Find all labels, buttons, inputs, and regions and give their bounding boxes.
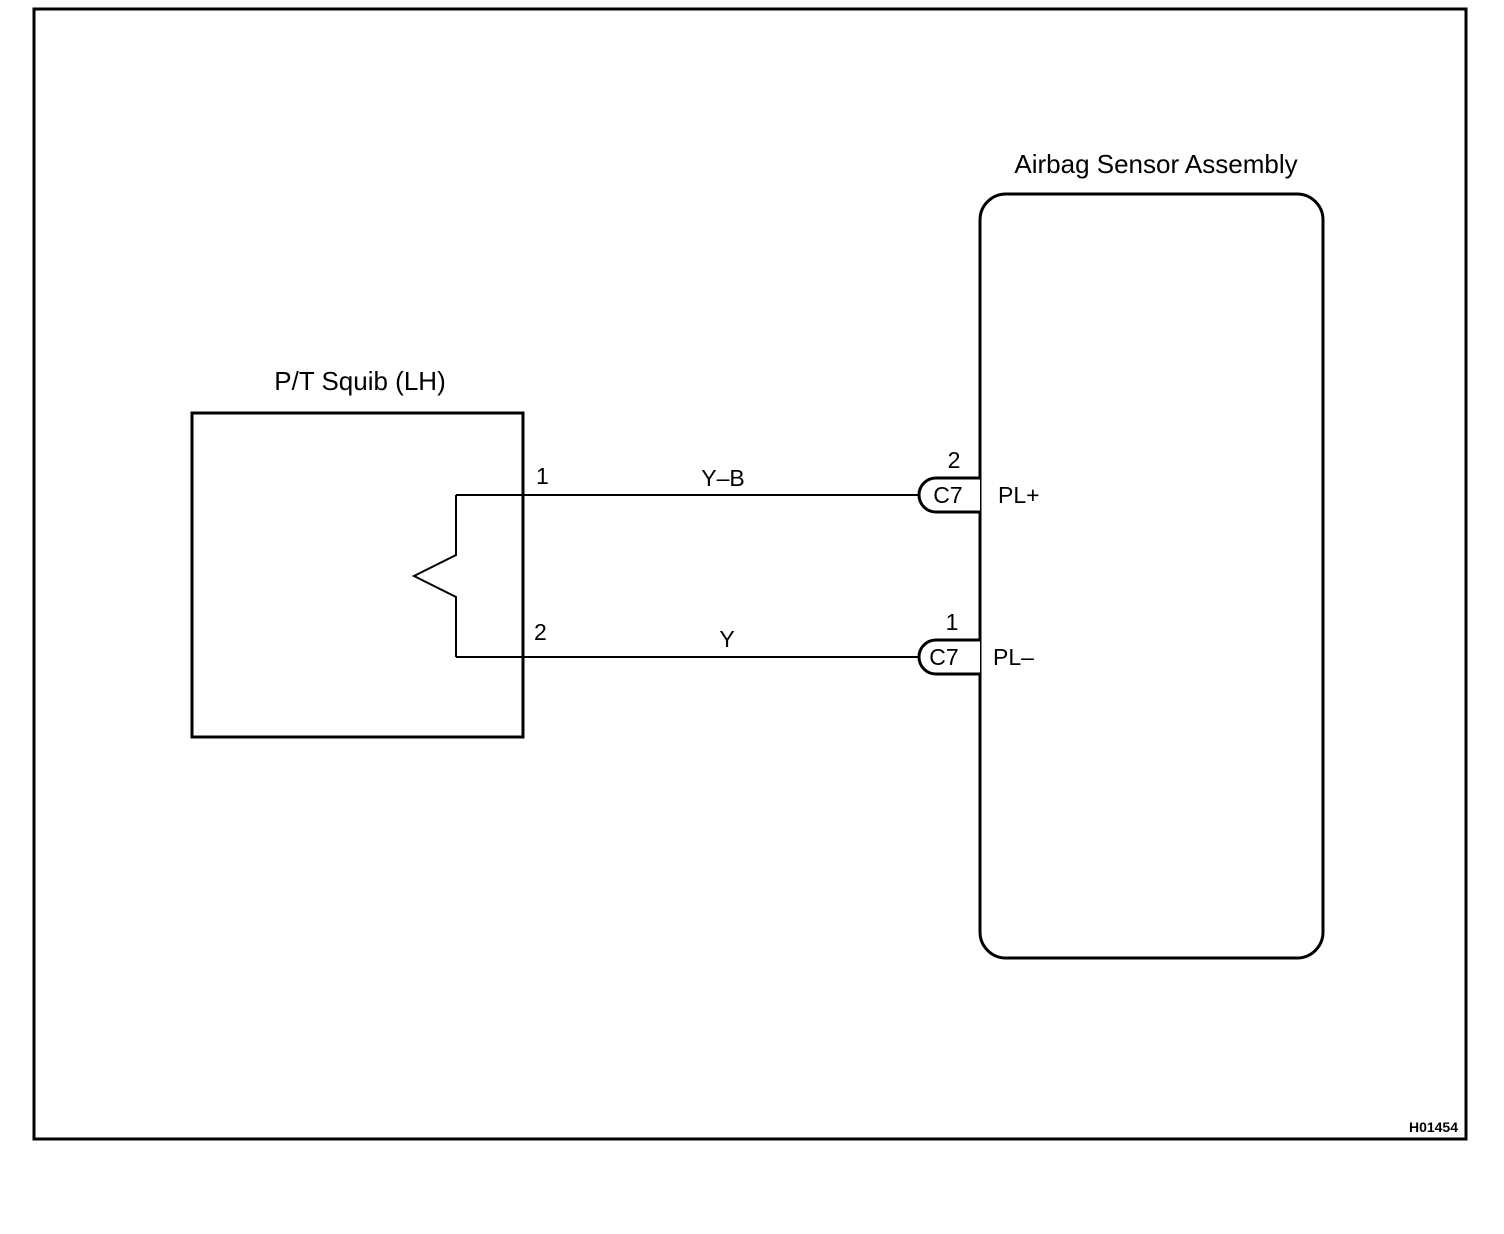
- connector-1-shape: [917, 476, 980, 514]
- sensor-box: [978, 192, 1325, 960]
- squib-pin-2: 2: [534, 619, 547, 645]
- connector-2-shape: [917, 638, 980, 676]
- connector-1-label: C7: [933, 482, 962, 508]
- connector-2-label: C7: [929, 644, 958, 670]
- squib-title: P/T Squib (LH): [274, 366, 445, 396]
- sensor-title: Airbag Sensor Assembly: [1014, 149, 1297, 179]
- squib-box: [190, 411, 525, 739]
- connector-1-pin: 2: [948, 447, 961, 473]
- terminal-pl-minus: PL–: [993, 644, 1034, 670]
- wire-1-color: Y–B: [701, 465, 744, 491]
- squib-element-symbol: [411, 495, 457, 657]
- terminal-pl-plus: PL+: [998, 482, 1040, 508]
- diagram-frame: [32, 7, 1468, 1141]
- wire-2-color: Y: [719, 626, 734, 652]
- squib-pin-1: 1: [536, 463, 549, 489]
- connector-2-pin: 1: [946, 609, 959, 635]
- figure-code: H01454: [1409, 1119, 1458, 1135]
